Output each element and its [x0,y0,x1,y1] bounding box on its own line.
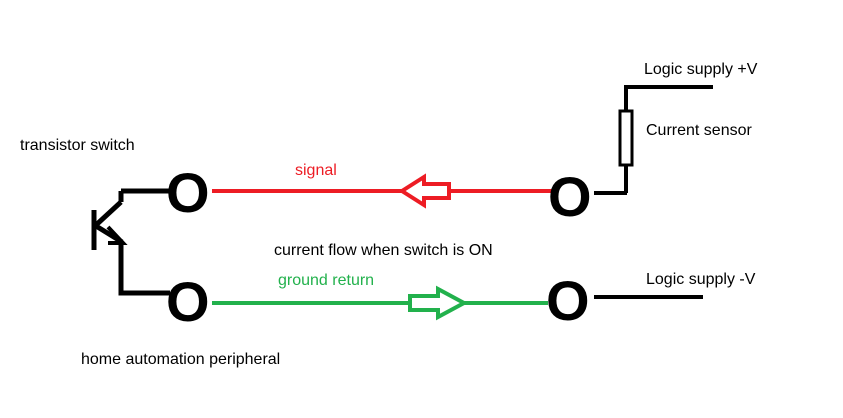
current-sensor-resistor [618,109,634,167]
label-current-flow: current flow when switch is ON [274,242,493,259]
label-logic-supply-neg: Logic supply -V [646,271,756,288]
label-logic-supply-pos: Logic supply +V [644,61,758,78]
terminal-signal-right: O [548,165,592,228]
terminal-signal-left: O [166,161,210,224]
signal-arrow-icon [398,173,451,209]
ground-arrow-icon [408,285,469,321]
sensor-upper-lead [624,85,713,111]
terminal-ground-right: O [546,269,590,332]
label-signal: signal [295,162,337,179]
terminal-ground-left: O [166,270,210,333]
label-current-sensor: Current sensor [646,122,752,139]
label-ground-return: ground return [278,272,375,289]
label-home-automation: home automation peripheral [81,351,281,368]
label-transistor-switch: transistor switch [20,137,135,154]
emitter-wire [118,243,170,296]
transistor-collector [94,200,123,227]
